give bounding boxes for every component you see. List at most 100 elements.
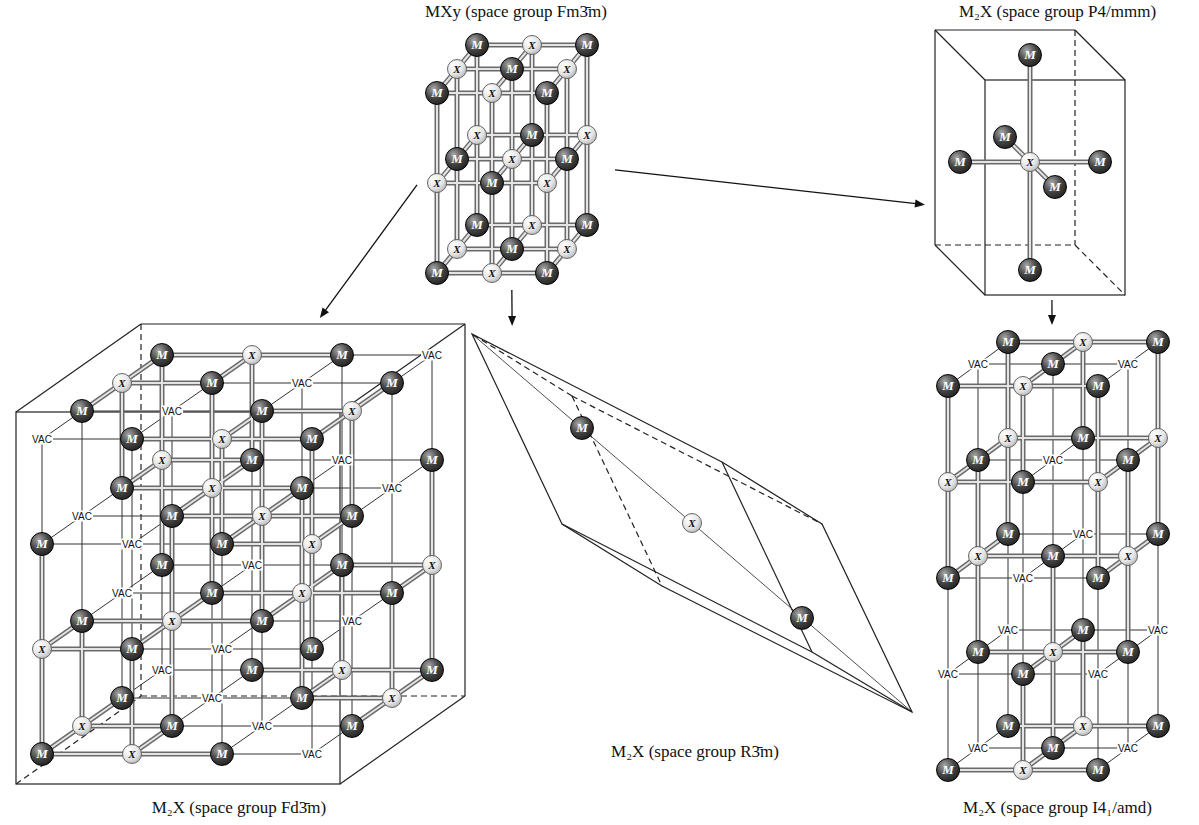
lattice-line xyxy=(222,544,223,649)
arrow-connector xyxy=(615,170,925,208)
bond-core xyxy=(1023,481,1098,483)
nonmetal-atom: X xyxy=(557,59,577,79)
bond-core xyxy=(512,68,567,70)
bond-outline xyxy=(1023,652,1053,674)
metal-atom: M xyxy=(110,686,134,710)
lattice-line xyxy=(978,460,1053,461)
bond-core xyxy=(302,697,392,699)
bond-core xyxy=(172,515,262,517)
bond-outline xyxy=(252,668,342,673)
nonmetal-atom: X xyxy=(342,401,362,421)
lattice-line xyxy=(352,516,353,621)
bond-core xyxy=(1030,162,1055,187)
bond-core xyxy=(437,92,492,94)
lattice-line xyxy=(262,726,352,727)
bond-core xyxy=(1053,630,1083,652)
bond-outline xyxy=(585,45,590,135)
lattice-line xyxy=(252,460,253,565)
bond-outline xyxy=(532,133,587,138)
metal-atom: M xyxy=(1086,374,1110,398)
hidden-frame-edge xyxy=(1075,245,1125,295)
lattice-line xyxy=(222,649,312,650)
nonmetal-atom: X xyxy=(122,744,142,764)
lattice-line xyxy=(42,411,82,439)
lattice-line xyxy=(1128,726,1158,748)
bond-core xyxy=(262,410,352,412)
nonmetal-atom: X xyxy=(332,660,352,680)
bond-core xyxy=(261,516,263,621)
arrow-connector xyxy=(508,290,516,326)
metal-atom: M xyxy=(150,343,174,367)
lattice-line xyxy=(132,544,133,649)
lattice-line xyxy=(1083,630,1158,631)
nonmetal-atom: X xyxy=(467,125,487,145)
nonmetal-atom: X xyxy=(577,125,597,145)
bond-outline xyxy=(132,621,172,649)
metal-atom: M xyxy=(500,237,524,261)
frame-edge xyxy=(1075,30,1125,80)
bond-core xyxy=(437,159,457,183)
metal-atom: M xyxy=(330,553,354,577)
bond-outline xyxy=(132,752,222,757)
metal-atom: M xyxy=(445,147,469,171)
bond-outline xyxy=(565,69,570,159)
bond-core xyxy=(82,383,122,411)
lattice-line xyxy=(1098,364,1128,386)
lattice-line xyxy=(1098,748,1128,770)
bond-core xyxy=(261,411,263,516)
bond-core xyxy=(431,565,433,670)
bond-core xyxy=(492,69,512,93)
bond-core xyxy=(252,669,342,671)
bond-core xyxy=(960,161,1030,163)
lattice-line xyxy=(42,516,82,544)
nonmetal-atom: X xyxy=(447,59,467,79)
bond-core xyxy=(477,224,532,226)
bond-outline xyxy=(1028,162,1033,270)
bond-core xyxy=(351,411,353,516)
lattice-line xyxy=(392,488,393,593)
nonmetal-atom: X xyxy=(522,35,542,55)
metal-atom: M xyxy=(110,476,134,500)
bond-outline xyxy=(490,93,495,183)
bond-outline xyxy=(1021,674,1026,770)
bond-core xyxy=(531,135,533,225)
bond-core xyxy=(252,354,342,356)
bond-outline xyxy=(310,439,315,544)
bond-core xyxy=(457,248,512,250)
lattice-line xyxy=(1098,578,1099,674)
lattice-line xyxy=(262,621,263,726)
nonmetal-atom: X xyxy=(72,716,92,736)
metal-atom: M xyxy=(70,399,94,423)
bond-core xyxy=(948,460,978,482)
bond-core xyxy=(511,69,513,159)
frame-edge xyxy=(935,245,985,295)
lattice-line xyxy=(302,383,303,488)
lattice-line xyxy=(1128,630,1158,652)
lattice-line xyxy=(1023,556,1053,578)
bond-core xyxy=(567,45,587,69)
bond-core xyxy=(532,134,587,136)
metal-atom: M xyxy=(996,714,1020,738)
lattice-line xyxy=(252,565,342,566)
bond-core xyxy=(172,620,262,622)
bond-outline xyxy=(212,355,252,383)
lattice-line xyxy=(1008,630,1083,631)
metal-atom: M xyxy=(520,123,544,147)
bond-core xyxy=(221,439,223,544)
metal-atom: M xyxy=(966,448,990,472)
bond-core xyxy=(172,488,212,516)
lattice-line xyxy=(1008,630,1009,726)
bond-core xyxy=(341,565,343,670)
bond-core xyxy=(162,354,252,356)
bond-core xyxy=(42,726,82,754)
bond-outline xyxy=(42,726,82,754)
lattice-line xyxy=(948,674,949,770)
bond-outline xyxy=(312,411,352,439)
metal-atom: M xyxy=(120,637,144,661)
lattice-line xyxy=(1098,674,1099,770)
nonmetal-atom: X xyxy=(998,428,1018,448)
bond-outline xyxy=(1028,55,1033,162)
vacancy-label: VAC xyxy=(331,455,353,466)
frame-edge xyxy=(472,334,912,712)
metal-atom: M xyxy=(500,57,524,81)
